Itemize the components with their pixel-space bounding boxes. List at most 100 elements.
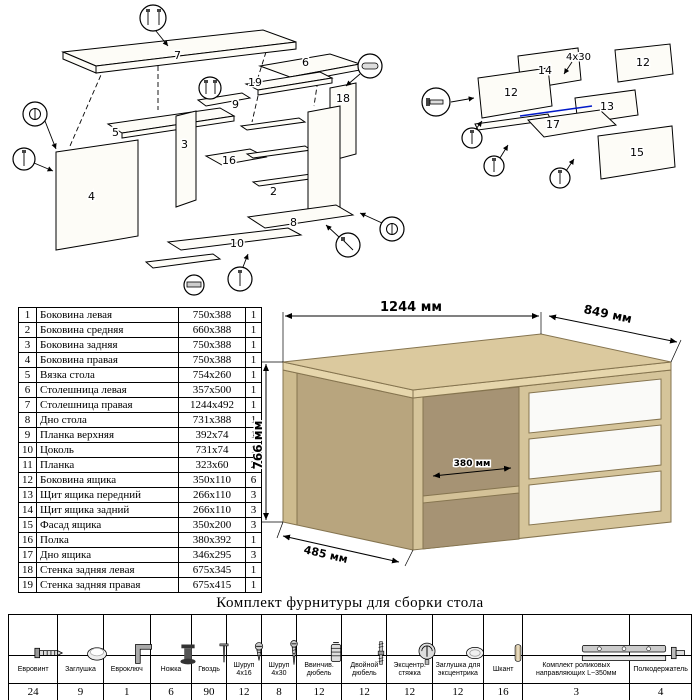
part-name: Щит ящика задний: [36, 502, 179, 518]
part-label: 12: [504, 86, 518, 99]
part-name: Боковина левая: [36, 307, 179, 323]
screw-4x16-icon: [254, 642, 264, 661]
callout-cam-lock: [22, 101, 57, 150]
part-label: 13: [600, 100, 614, 113]
hw-icon-cell: [386, 614, 435, 665]
hw-item-qty: 12: [386, 683, 433, 700]
middle-side-panel: [175, 110, 197, 208]
part-label: 8: [290, 216, 297, 229]
hw-item-qty: 6: [149, 683, 193, 700]
screw-size-label: 4x30: [566, 52, 591, 63]
hw-icon-cell: [431, 614, 485, 660]
part-size: 392x74: [178, 427, 246, 443]
drawer-slides: [239, 117, 319, 187]
part-name: Столешница правая: [36, 397, 179, 413]
part-num: 8: [18, 412, 37, 428]
part-name: Стенка задняя левая: [36, 562, 179, 578]
part-size: 660x388: [178, 322, 246, 338]
dimension-lines: [262, 312, 682, 567]
left-side-panel: [55, 139, 139, 251]
drawer-facade-panel: [597, 125, 676, 180]
callout-screw-3: [549, 158, 575, 189]
hw-icon-cell: [149, 614, 196, 665]
tie-rail: [106, 107, 236, 139]
hw-item-qty: 90: [191, 683, 228, 700]
hw-icon-cell: [102, 614, 152, 664]
hex-key-icon: [134, 644, 152, 664]
part-size: 357x500: [178, 382, 246, 398]
part-label: 9: [232, 98, 239, 111]
drawer-front-3: [528, 470, 662, 526]
callout-confirmat-screws: [139, 4, 169, 47]
part-name: Планка: [36, 457, 179, 473]
part-size: 323x60: [178, 457, 246, 473]
callout-screw-right: [325, 224, 361, 258]
part-size: 754x260: [178, 367, 246, 383]
hw-icon-cell: [341, 614, 388, 665]
part-size: 1244x492: [178, 397, 246, 413]
part-num: 18: [18, 562, 37, 578]
roller-slide-icon: [582, 645, 667, 661]
part-label: 3: [181, 138, 188, 151]
desk-left-strip: [282, 369, 298, 526]
hw-item-name: Двойной дюбель: [341, 655, 388, 684]
hw-item-qty: 9: [57, 683, 104, 700]
part-num: 7: [18, 397, 37, 413]
drawer-bottom-panel: [519, 105, 618, 138]
foot-icon: [180, 644, 196, 665]
drawer-front-2: [528, 424, 662, 480]
hw-icon-cell: [261, 614, 298, 665]
part-num: 1: [18, 307, 37, 323]
part-label: 16: [222, 154, 236, 167]
callout-confirmat-bottom: [227, 253, 253, 292]
hardware-qty-row: 24 9 1 6 90 12 8 12 12 12 12 16 3 4: [7, 683, 692, 700]
dim-depth-label: 849 мм: [582, 302, 633, 326]
hw-item-qty: 12: [341, 683, 388, 700]
part-name: Вязка стола: [36, 367, 179, 383]
part-num: 14: [18, 502, 37, 518]
part-name: Столешница левая: [36, 382, 179, 398]
part-size: 675x415: [178, 577, 246, 593]
part-size: 380x392: [178, 532, 246, 548]
euroscrew-icon: [34, 647, 64, 659]
drawer-side-panel-left: [477, 67, 553, 119]
hardware-kit-title: Комплект фурнитуры для сборки стола: [216, 595, 484, 611]
hw-item-qty: 1: [102, 683, 151, 700]
part-size: 350x110: [178, 472, 246, 488]
part-label: 14: [538, 64, 552, 77]
hw-item-qty: 12: [226, 683, 262, 700]
bottom-panel: [246, 204, 355, 229]
part-num: 19: [18, 577, 37, 593]
wood-dowel-icon: [514, 644, 522, 662]
hw-item-name: Шуруп 4x30: [261, 655, 297, 684]
part-num: 16: [18, 532, 37, 548]
cam-cap-icon: [466, 646, 484, 660]
part-name: Дно стола: [36, 412, 179, 428]
part-num: 12: [18, 472, 37, 488]
hw-icon-cell: [7, 614, 64, 659]
callout-slide-rail: [183, 274, 205, 296]
part-name: Боковина ящика: [36, 472, 179, 488]
hw-icon-cell: [522, 614, 667, 661]
dim-shelf-label: 380 мм: [454, 459, 491, 469]
hw-item-qty: 12: [431, 683, 485, 700]
part-num: 9: [18, 427, 37, 443]
callout-screw-2: [483, 144, 509, 177]
part-name: Дно ящика: [36, 547, 179, 563]
part-label: 10: [230, 237, 244, 250]
part-size: 346x295: [178, 547, 246, 563]
part-name: Планка верхняя: [36, 427, 179, 443]
